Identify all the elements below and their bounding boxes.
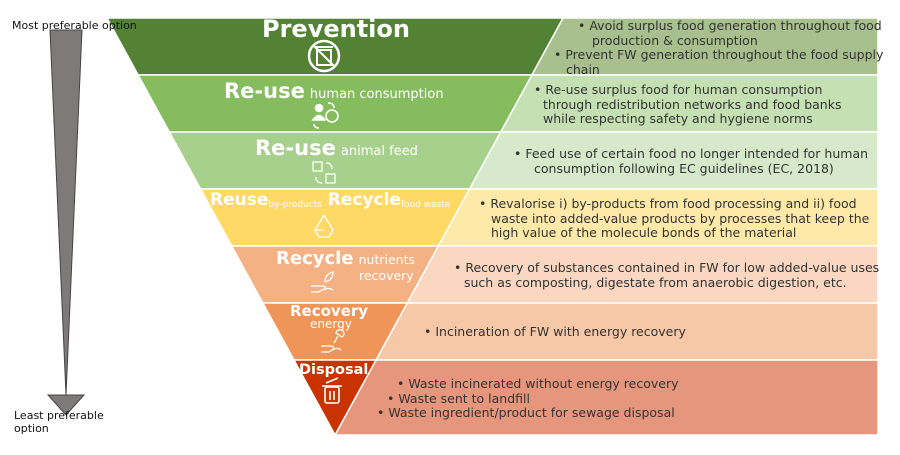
no-waste-bin-icon [307,39,341,73]
desc-line: • Feed use of certain food no longer int… [514,146,869,161]
desc-line: waste into added-value products by proce… [491,210,870,226]
preference-arrow-head [46,394,86,416]
subtitle: animal feed [340,144,418,159]
level-title-reuse-recycle: Reuseby-products Recyclefood waste [210,190,450,210]
desc-recycle: • Recovery of substances contained in FW… [454,260,880,290]
desc-line: such as composting, digestate from anaer… [464,274,847,290]
title: Re-use [224,79,305,103]
level-segment-6 [292,359,378,437]
desc-line: • Incineration of FW with energy recover… [424,324,686,339]
desc-line: • Waste ingredient/product for sewage di… [377,405,675,420]
subtitle: human consumption [309,87,444,102]
desc-line: • Avoid surplus food generation througho… [578,18,882,33]
desc-line: • Waste incinerated without energy recov… [397,376,679,391]
desc-prevention: • Avoid surplus food generation througho… [554,18,883,77]
desc-line: • Recovery of substances contained in FW… [454,260,880,275]
trash-bin-icon [322,377,342,404]
people-exchange-icon [311,102,339,129]
hand-plant-icon [311,271,334,293]
level-title-reuse-animal: Re-use animal feed [255,136,418,160]
hand-plug-icon [321,328,345,353]
desc-reuse-human: • Re-use surplus food for human consumpt… [534,82,842,127]
level-title-disposal: Disposal [299,362,369,378]
desc-line: high value of the molecule bonds of the … [491,225,797,240]
subtitle2: food waste [400,200,451,210]
subtitle: by-products [268,200,322,210]
least-preferable-label: Least preferable option [14,409,104,435]
level-title-prevention: Prevention [262,15,410,43]
boxes-exchange-icon [312,161,336,184]
desc-line: • Prevent FW generation throughout the f… [554,47,884,62]
title2: Recycle [327,190,401,210]
level-subtitle-energy: energy [310,317,352,331]
desc-line: production & consumption [592,32,758,48]
recycle-icon [313,214,334,238]
desc-line: consumption following EC guidelines (EC,… [534,160,834,176]
desc-reuse-recycle: • Revalorise i) by-products from food pr… [479,196,870,241]
desc-line: • Waste sent to landfill [387,390,530,406]
level-title-reuse-human: Re-use human consumption [224,79,444,103]
desc-line: through redistribution networks and food… [543,96,842,112]
preference-arrow-shaft [49,29,83,396]
level-title-recovery: Recovery [290,302,369,320]
title: Re-use [255,136,336,160]
level-subtitle-recovery: recovery [359,268,414,283]
title: Reuse [210,190,269,210]
desc-line: while respecting safety and hygiene norm… [543,111,813,126]
most-preferable-label: Most preferable option [12,19,137,32]
desc-recovery: • Incineration of FW with energy recover… [424,324,686,340]
desc-reuse-animal: • Feed use of certain food no longer int… [514,146,869,176]
desc-disposal: • Waste incinerated without energy recov… [377,376,679,421]
subtitle: nutrients [358,252,416,267]
desc-line: • Re-use surplus food for human consumpt… [534,82,823,97]
desc-line: • Revalorise i) by-products from food pr… [479,196,857,211]
desc-line: chain [566,61,600,77]
level-title-recycle: Recycle nutrients [276,248,415,269]
title: Recycle [276,248,354,269]
